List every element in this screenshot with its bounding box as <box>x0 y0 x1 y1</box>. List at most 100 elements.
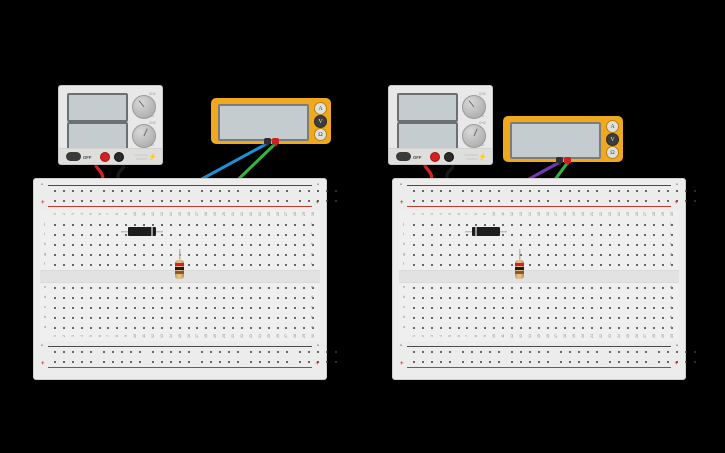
breadboard-hole[interactable] <box>218 190 221 192</box>
breadboard-hole[interactable] <box>462 200 464 202</box>
multimeter-mode-amperes-right[interactable]: A <box>606 120 619 133</box>
breadboard-hole[interactable] <box>537 190 540 192</box>
breadboard-hole[interactable] <box>666 200 669 202</box>
breadboard-hole[interactable] <box>232 224 234 226</box>
breadboard-hole[interactable] <box>325 351 328 353</box>
breadboard-hole[interactable] <box>644 224 647 226</box>
breadboard-hole[interactable] <box>662 264 665 266</box>
breadboard-hole[interactable] <box>258 317 261 319</box>
breadboard-hole[interactable] <box>671 327 674 329</box>
breadboard-hole[interactable] <box>528 190 531 192</box>
breadboard-hole[interactable] <box>120 200 123 202</box>
breadboard-hole[interactable] <box>653 317 656 319</box>
breadboard-hole[interactable] <box>294 287 297 289</box>
breadboard-hole[interactable] <box>62 224 65 226</box>
breadboard-hole[interactable] <box>276 234 279 236</box>
breadboard-hole[interactable] <box>249 317 252 319</box>
breadboard-hole[interactable] <box>599 234 602 236</box>
breadboard-hole[interactable] <box>448 264 451 266</box>
breadboard-hole[interactable] <box>107 317 110 319</box>
breadboard-hole[interactable] <box>430 224 433 226</box>
breadboard-hole[interactable] <box>196 327 199 329</box>
breadboard-hole[interactable] <box>413 200 415 202</box>
breadboard-hole[interactable] <box>285 264 288 266</box>
breadboard-hole[interactable] <box>626 244 629 246</box>
breadboard-hole[interactable] <box>169 244 172 246</box>
breadboard-hole[interactable] <box>635 224 638 226</box>
breadboard-hole[interactable] <box>510 287 513 289</box>
breadboard-hole[interactable] <box>240 244 243 246</box>
breadboard-hole[interactable] <box>493 327 496 329</box>
breadboard-hole[interactable] <box>80 287 83 289</box>
breadboard-hole[interactable] <box>299 200 301 202</box>
breadboard-hole[interactable] <box>152 190 154 192</box>
breadboard-hole[interactable] <box>635 327 638 329</box>
breadboard-hole[interactable] <box>267 351 270 353</box>
breadboard-hole[interactable] <box>240 297 243 299</box>
breadboard-hole[interactable] <box>528 287 531 289</box>
breadboard-hole[interactable] <box>178 234 181 236</box>
breadboard-hole[interactable] <box>439 317 442 319</box>
breadboard-hole[interactable] <box>71 307 74 309</box>
breadboard-hole[interactable] <box>285 361 288 363</box>
breadboard-hole[interactable] <box>62 361 65 363</box>
breadboard-hole[interactable] <box>413 224 415 226</box>
breadboard-hole[interactable] <box>586 361 589 363</box>
breadboard-hole[interactable] <box>519 224 522 226</box>
breadboard-hole[interactable] <box>138 200 141 202</box>
breadboard-hole[interactable] <box>546 297 549 299</box>
breadboard-hole[interactable] <box>71 254 74 256</box>
breadboard-hole[interactable] <box>205 244 208 246</box>
breadboard-hole[interactable] <box>658 351 660 353</box>
breadboard-hole[interactable] <box>564 287 567 289</box>
breadboard-hole[interactable] <box>89 224 92 226</box>
breadboard-hole[interactable] <box>413 234 415 236</box>
breadboard-hole[interactable] <box>125 254 128 256</box>
breadboard-hole[interactable] <box>617 244 620 246</box>
breadboard-hole[interactable] <box>479 361 482 363</box>
breadboard-hole[interactable] <box>125 297 128 299</box>
breadboard-hole[interactable] <box>519 351 522 353</box>
breadboard-hole[interactable] <box>421 287 424 289</box>
breadboard-hole[interactable] <box>116 307 119 309</box>
breadboard-hole[interactable] <box>143 317 145 319</box>
breadboard-hole[interactable] <box>582 317 585 319</box>
breadboard-hole[interactable] <box>143 297 145 299</box>
breadboard-hole[interactable] <box>285 297 288 299</box>
multimeter-mode-ohms-right[interactable]: Ω <box>606 146 619 159</box>
breadboard-hole[interactable] <box>573 234 576 236</box>
breadboard-hole[interactable] <box>510 244 513 246</box>
breadboard-hole[interactable] <box>258 200 261 202</box>
breadboard-hole[interactable] <box>160 200 163 202</box>
breadboard-hole[interactable] <box>223 297 226 299</box>
breadboard-hole[interactable] <box>493 307 496 309</box>
breadboard-hole[interactable] <box>457 307 460 309</box>
breadboard-hole[interactable] <box>626 200 629 202</box>
breadboard-hole[interactable] <box>223 234 226 236</box>
breadboard-hole[interactable] <box>294 244 297 246</box>
breadboard-hole[interactable] <box>421 317 424 319</box>
breadboard-hole[interactable] <box>236 200 239 202</box>
breadboard-hole[interactable] <box>71 361 74 363</box>
breadboard-hole[interactable] <box>617 264 620 266</box>
breadboard-hole[interactable] <box>307 190 310 192</box>
breadboard-hole[interactable] <box>635 351 638 353</box>
breadboard-hole[interactable] <box>537 264 540 266</box>
breadboard-hole[interactable] <box>511 190 513 192</box>
breadboard-hole[interactable] <box>334 190 337 192</box>
breadboard-hole[interactable] <box>151 317 154 319</box>
breadboard-hole[interactable] <box>421 190 424 192</box>
breadboard-hole[interactable] <box>169 287 172 289</box>
breadboard-hole[interactable] <box>658 361 660 363</box>
breadboard-hole[interactable] <box>62 317 65 319</box>
breadboard-hole[interactable] <box>169 264 172 266</box>
breadboard-hole[interactable] <box>564 327 567 329</box>
breadboard-hole[interactable] <box>462 351 464 353</box>
breadboard-hole[interactable] <box>201 361 203 363</box>
breadboard-hole[interactable] <box>201 351 203 353</box>
breadboard-hole[interactable] <box>267 361 270 363</box>
breadboard-hole[interactable] <box>528 254 531 256</box>
breadboard-hole[interactable] <box>635 244 638 246</box>
breadboard-hole[interactable] <box>564 224 567 226</box>
breadboard-hole[interactable] <box>448 307 451 309</box>
